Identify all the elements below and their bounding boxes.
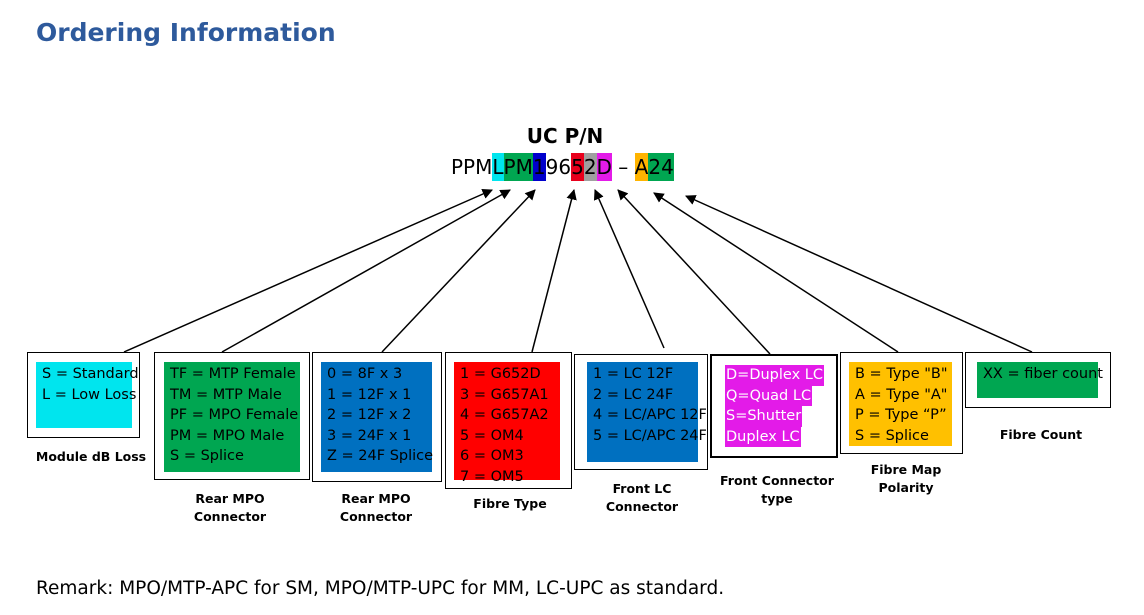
caption-front-type: Front Connector type: [720, 473, 834, 506]
pn-segment-front-lc: 2: [583, 153, 597, 181]
option-item: 7 = OM5: [460, 468, 524, 485]
option-item: Z = 24F Splice: [327, 448, 434, 464]
arrow-rear-mpo-config: [381, 189, 536, 353]
option-item: 0 = 8F x 3: [327, 366, 403, 382]
page-title: Ordering Information: [36, 18, 336, 47]
option-item: 1 = G652D: [460, 366, 541, 382]
caption-module-loss: Module dB Loss: [35, 449, 147, 464]
option-item: TF = MTP Female: [170, 366, 296, 382]
pn-segment-front-type: D: [596, 153, 612, 181]
option-item: 3 = G657A1: [460, 386, 549, 403]
option-list-polarity: B = Type "B" A = Type "A" P = Type “P” S…: [849, 362, 952, 446]
option-item: 2 = LC 24F: [593, 386, 674, 403]
option-item: PM = MPO Male: [170, 427, 285, 444]
caption-polarity: Fibre Map Polarity: [870, 462, 942, 495]
part-number-heading: UC P/N: [526, 124, 604, 148]
arrow-fibre-type: [531, 188, 577, 353]
option-item: 4 = G657A2: [460, 407, 549, 423]
option-item: 1 = 12F x 1: [327, 386, 412, 403]
pn-segment-fibre-count: 24: [648, 153, 674, 181]
option-item: PF = MPO Female: [170, 407, 299, 423]
part-number: PPM L PM 1 9 6 5 2 D – A 24: [451, 153, 674, 181]
caption-front-lc: Front LC Connector: [605, 481, 679, 514]
caption-rear-mpo-config: Rear MPO Connector: [339, 491, 413, 524]
option-item: 2 = 12F x 2: [327, 407, 412, 423]
remark-note: Remark: MPO/MTP-APC for SM, MPO/MTP-UPC …: [36, 578, 725, 599]
option-item: Q=Quad LC: [725, 385, 813, 406]
option-item: 4 = LC/APC 12F: [593, 407, 707, 423]
pn-segment: PPM: [451, 153, 493, 181]
pn-segment: 9: [545, 153, 559, 181]
caption-fibre-type: Fibre Type: [473, 496, 547, 511]
option-item: 5 = OM4: [460, 427, 524, 444]
option-item: S=Shutter: [725, 406, 803, 427]
pn-segment-loss: L: [492, 153, 504, 181]
option-list-front-type: D=Duplex LC Q=Quad LC S=Shutter Duplex L…: [725, 365, 833, 451]
caption-fibre-count: Fibre Count: [999, 427, 1083, 442]
option-item: B = Type "B": [855, 366, 948, 382]
pn-segment-fibre-type: 5: [571, 153, 584, 181]
arrow-front-type: [617, 189, 771, 355]
option-item: Duplex LC: [725, 426, 801, 447]
arrow-front-lc: [593, 189, 665, 349]
option-item: D=Duplex LC: [725, 365, 824, 386]
option-list-front-lc: 1 = LC 12F 2 = LC 24F 4 = LC/APC 12F 5 =…: [587, 362, 707, 462]
option-item: 6 = OM3: [460, 448, 524, 464]
pn-segment-rear-mpo: PM: [503, 153, 533, 181]
option-list-fibre-type: 1 = G652D 3 = G657A1 4 = G657A2 5 = OM4 …: [454, 362, 560, 485]
option-list-rear-mpo-config: 0 = 8F x 3 1 = 12F x 1 2 = 12F x 2 3 = 2…: [321, 362, 434, 472]
option-item: S = Standard: [42, 366, 139, 382]
option-item: XX = fiber count: [983, 366, 1103, 382]
pn-segment-dash: –: [611, 153, 635, 181]
option-item: S = Splice: [170, 448, 244, 464]
option-item: 3 = 24F x 1: [327, 427, 412, 444]
arrow-module-loss: [123, 189, 493, 353]
pn-segment-polarity: A: [634, 153, 649, 181]
option-item: A = Type "A": [855, 386, 948, 403]
option-list-module-loss: S = Standard L = Low Loss: [36, 362, 139, 428]
option-item: P = Type “P”: [855, 407, 947, 423]
caption-rear-mpo-connector: Rear MPO Connector: [193, 491, 267, 524]
arrow-fibre-count: [685, 195, 1033, 353]
option-item: 1 = LC 12F: [593, 366, 674, 382]
option-item: S = Splice: [855, 427, 929, 444]
arrow-rear-mpo-connector: [221, 189, 511, 353]
pn-segment: 6: [558, 153, 572, 181]
option-list-fibre-count: XX = fiber count: [977, 362, 1103, 398]
option-item: 5 = LC/APC 24F: [593, 427, 707, 444]
pn-segment-rear-config: 1: [532, 153, 546, 181]
arrow-polarity: [653, 192, 899, 353]
option-item: TM = MTP Male: [170, 386, 282, 403]
option-list-rear-mpo-connector: TF = MTP Female TM = MTP Male PF = MPO F…: [164, 362, 300, 472]
option-item: L = Low Loss: [42, 386, 137, 403]
